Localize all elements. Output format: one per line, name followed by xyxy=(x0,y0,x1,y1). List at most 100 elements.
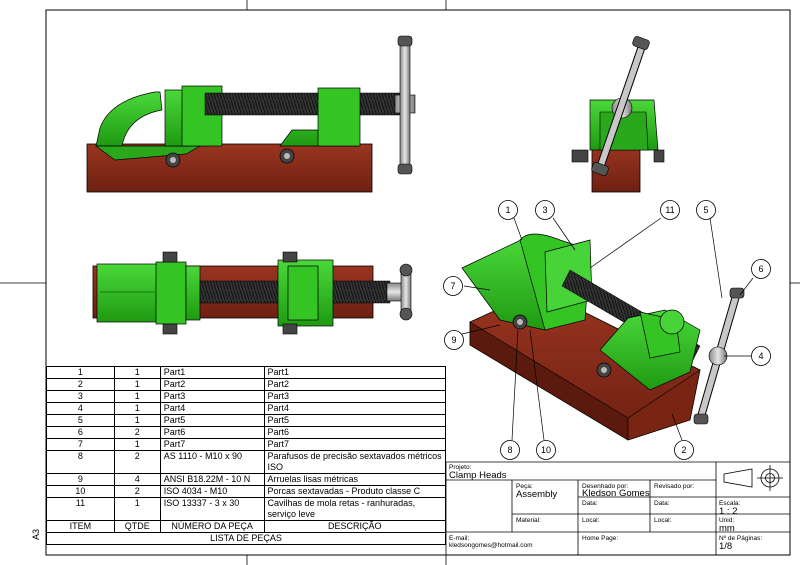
part-cell: Part1 xyxy=(159,366,265,379)
qty-cell: 1 xyxy=(113,366,161,379)
piece-label: Peça: xyxy=(516,483,533,490)
svg-text:3: 3 xyxy=(542,205,547,215)
part-cell: AS 1110 - M10 x 90 xyxy=(159,450,265,474)
header-qty: QTDE xyxy=(113,520,161,533)
desc-cell: Part7 xyxy=(263,438,447,451)
item-cell: 5 xyxy=(46,414,115,427)
item-cell: 8 xyxy=(46,450,115,474)
part-cell: Part6 xyxy=(159,426,265,439)
item-cell: 2 xyxy=(46,378,115,391)
homepage-label: Home Page: xyxy=(582,535,619,542)
side-view xyxy=(571,36,665,193)
drawn-by-value: Kledson Gomes xyxy=(582,488,650,499)
qty-cell: 2 xyxy=(113,485,161,498)
table-title-row: LISTA DE PEÇAS xyxy=(46,532,446,545)
material-label: Material: xyxy=(516,517,541,524)
balloon-3: 3 xyxy=(535,200,555,220)
desc-cell: Arruelas lisas métricas xyxy=(263,473,447,486)
desc-cell: Porcas sextavadas - Produto classe C xyxy=(263,485,447,498)
pages-value: 1/8 xyxy=(719,541,733,552)
qty-cell: 4 xyxy=(113,473,161,486)
qty-cell: 2 xyxy=(113,450,161,474)
qty-cell: 1 xyxy=(113,402,161,415)
local-label-2: Local: xyxy=(654,517,672,524)
header-part-number: NÚMERO DA PEÇA xyxy=(159,520,265,533)
balloon-5: 5 xyxy=(696,200,716,220)
svg-text:5: 5 xyxy=(703,205,708,215)
svg-text:8: 8 xyxy=(507,445,512,455)
balloon-9: 9 xyxy=(444,330,464,350)
balloon-2: 2 xyxy=(674,440,694,460)
part-cell: Part3 xyxy=(159,390,265,403)
desc-cell: Parafusos de precisão sextavados métrico… xyxy=(263,450,447,474)
desc-cell: Part3 xyxy=(263,390,447,403)
project-label: Projeto: xyxy=(449,464,472,471)
svg-text:11: 11 xyxy=(665,205,674,215)
qty-cell: 1 xyxy=(113,414,161,427)
scale-label: Escala: xyxy=(719,500,741,507)
email-value: kledsongomes@hotmail.com xyxy=(449,542,533,549)
item-cell: 7 xyxy=(46,438,115,451)
revised-by-label: Revisado por: xyxy=(654,483,695,490)
scale-value: 1 : 2 xyxy=(719,506,738,517)
parts-list-title: LISTA DE PEÇAS xyxy=(46,532,446,545)
desc-cell: Part2 xyxy=(263,378,447,391)
date-label: Data: xyxy=(582,500,598,507)
header-description: DESCRIÇÃO xyxy=(263,520,447,533)
item-cell: 6 xyxy=(46,426,115,439)
item-cell: 3 xyxy=(46,390,115,403)
part-cell: Part4 xyxy=(159,402,265,415)
desc-cell: Part1 xyxy=(263,366,447,379)
svg-text:4: 4 xyxy=(758,351,763,361)
desc-cell: Part4 xyxy=(263,402,447,415)
svg-text:2: 2 xyxy=(681,445,686,455)
svg-text:6: 6 xyxy=(758,264,763,274)
svg-text:10: 10 xyxy=(541,445,551,455)
project-value: Clamp Heads xyxy=(449,470,507,481)
part-cell: Part2 xyxy=(159,378,265,391)
balloon-1: 1 xyxy=(498,200,518,220)
desc-cell: Cavilhas de mola retas - ranhuradas, ser… xyxy=(263,497,447,521)
balloon-leaders xyxy=(461,217,754,441)
local-label: Local: xyxy=(582,517,600,524)
unit-value: mm xyxy=(719,523,735,534)
qty-cell: 1 xyxy=(113,497,161,521)
date-label-2: Data: xyxy=(654,500,670,507)
part-cell: Part7 xyxy=(159,438,265,451)
isometric-view xyxy=(461,233,745,441)
balloon-10: 10 xyxy=(536,440,556,460)
balloon-6: 6 xyxy=(751,259,771,279)
item-cell: 1 xyxy=(46,366,115,379)
qty-cell: 2 xyxy=(113,426,161,439)
part-cell: ANSI B18.22M - 10 N xyxy=(159,473,265,486)
svg-text:1: 1 xyxy=(505,205,510,215)
pages-label: Nº de Páginas: xyxy=(719,535,763,542)
email-label: E-mail: xyxy=(449,535,470,542)
balloon-8: 8 xyxy=(500,440,520,460)
front-view xyxy=(86,35,416,193)
projection-symbol-icon xyxy=(723,465,783,491)
sheet-size-label: A3 xyxy=(31,528,41,540)
part-cell: Part5 xyxy=(159,414,265,427)
header-item: ITEM xyxy=(46,520,115,533)
item-cell: 9 xyxy=(46,473,115,486)
qty-cell: 1 xyxy=(113,378,161,391)
item-cell: 4 xyxy=(46,402,115,415)
title-block: Projeto: Clamp Heads Peça: Assembly Dese… xyxy=(446,462,790,555)
part-cell: ISO 13337 - 3 x 30 xyxy=(159,497,265,521)
top-view xyxy=(92,251,413,335)
item-cell: 10 xyxy=(46,485,115,498)
